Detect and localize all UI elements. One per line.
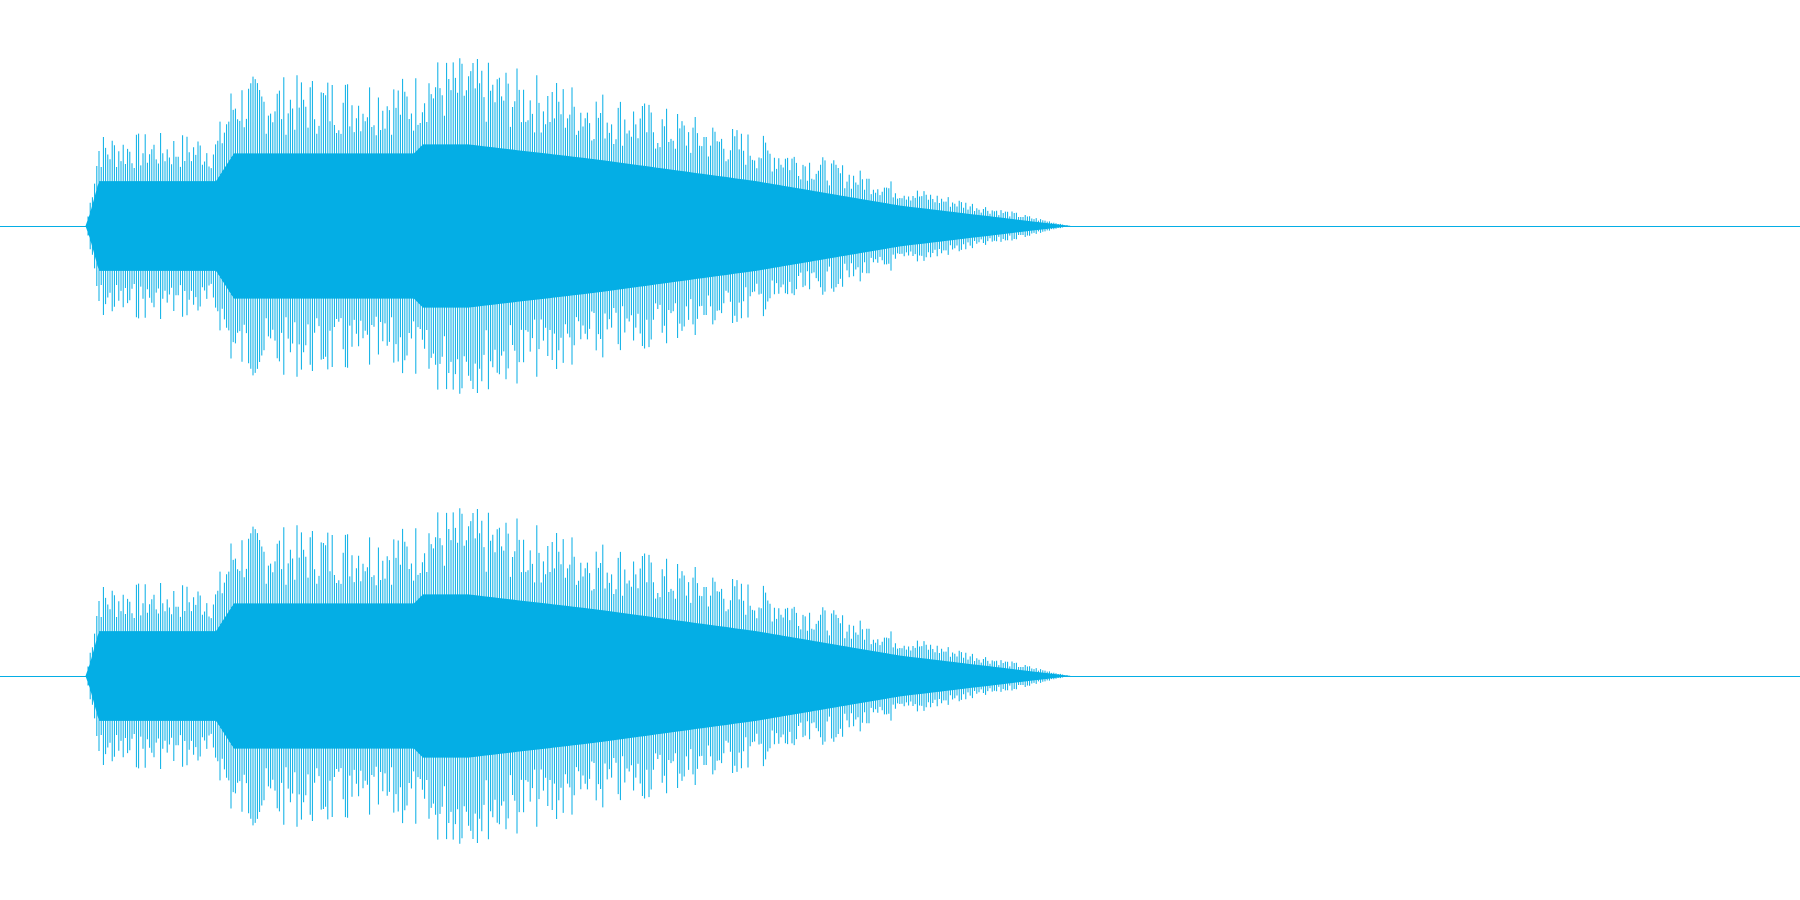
waveform-channel-1 (0, 58, 1800, 394)
waveform-peaks (87, 58, 1070, 394)
waveform-channel-2 (0, 508, 1800, 844)
waveform-peaks (87, 508, 1070, 844)
